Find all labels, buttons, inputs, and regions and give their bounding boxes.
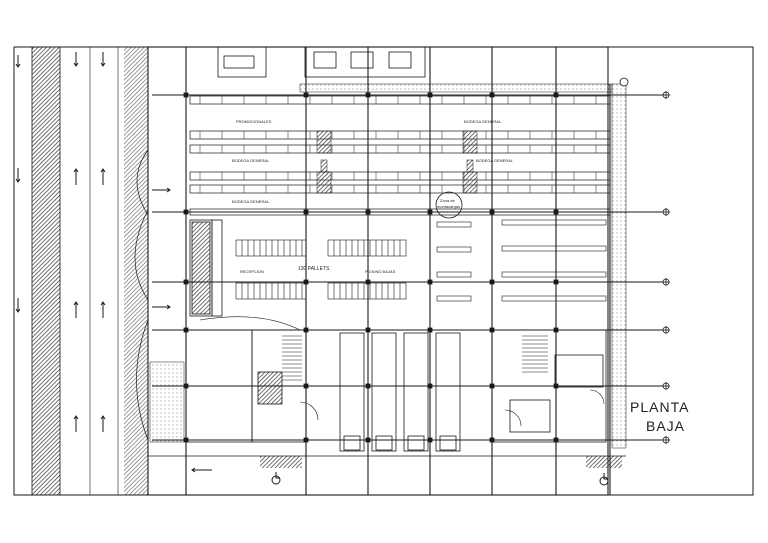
column-marker bbox=[553, 437, 559, 443]
column-marker bbox=[365, 92, 371, 98]
column-marker bbox=[365, 209, 371, 215]
arrow-up-icon bbox=[73, 301, 79, 318]
column-marker bbox=[365, 279, 371, 285]
column-marker bbox=[303, 383, 309, 389]
equipment-column bbox=[189, 219, 223, 317]
column-marker bbox=[183, 209, 189, 215]
column-marker bbox=[183, 279, 189, 285]
bottom-hatch-strip bbox=[260, 456, 302, 468]
storage-racks bbox=[189, 95, 611, 216]
column-marker bbox=[427, 383, 433, 389]
rack-dividers bbox=[199, 96, 597, 193]
arrow-right-icon bbox=[152, 187, 171, 193]
pallet-block bbox=[327, 239, 407, 257]
column-marker bbox=[183, 383, 189, 389]
column-marker bbox=[489, 327, 495, 333]
arrow-down-icon bbox=[15, 298, 21, 313]
wheelchair-icon bbox=[271, 472, 281, 485]
wheelchair-icon bbox=[599, 473, 609, 486]
drawing-title-line1: PLANTA bbox=[630, 399, 690, 415]
zone-label-picking-bajas: PICKING BAJAS bbox=[365, 269, 396, 274]
column-marker bbox=[489, 209, 495, 215]
lane-arrows bbox=[15, 52, 212, 473]
arrow-down-icon bbox=[73, 52, 79, 67]
arrow-up-icon bbox=[73, 415, 79, 432]
column-marker bbox=[303, 92, 309, 98]
zone-label-forklift: montacargas bbox=[437, 204, 461, 209]
arrow-down-icon bbox=[15, 55, 21, 68]
column-marker bbox=[553, 383, 559, 389]
bottom-hatch-strip bbox=[586, 456, 622, 468]
grid-markers bbox=[183, 77, 670, 444]
exterior-paving-right bbox=[611, 83, 627, 449]
grid-marker bbox=[619, 77, 629, 87]
arrow-right-icon bbox=[152, 304, 171, 310]
column-marker bbox=[183, 327, 189, 333]
column-marker bbox=[303, 209, 309, 215]
column-marker bbox=[365, 327, 371, 333]
column-marker bbox=[427, 209, 433, 215]
top-structure-right bbox=[304, 46, 426, 78]
loading-docks bbox=[339, 332, 461, 452]
drawing-title: PLANTA BAJA bbox=[630, 398, 689, 436]
arrow-left-icon bbox=[191, 467, 212, 473]
mid-rack-items bbox=[436, 221, 472, 302]
zone-label-promocionales: PROMOCIONALES bbox=[236, 119, 272, 124]
zone-label-forklift: Zona de bbox=[440, 198, 455, 203]
door-swings bbox=[199, 316, 605, 427]
top-structure-left bbox=[217, 46, 267, 78]
column-marker bbox=[427, 437, 433, 443]
zone-label-recepcion: RECEPCION bbox=[240, 269, 264, 274]
arrow-up-icon bbox=[100, 415, 106, 432]
column-marker bbox=[489, 383, 495, 389]
column-marker bbox=[303, 437, 309, 443]
pallet-block bbox=[235, 282, 307, 300]
grid-lines-vertical bbox=[185, 47, 611, 495]
zone-label-bodega-general: BODEGA GENERAL bbox=[464, 119, 502, 124]
arrow-up-icon bbox=[100, 168, 106, 185]
column-marker bbox=[365, 437, 371, 443]
arrow-down-icon bbox=[15, 168, 21, 183]
zone-label-bodega-general: BODEGA GENERAL bbox=[232, 199, 270, 204]
column-marker bbox=[303, 327, 309, 333]
pallet-stacks bbox=[316, 130, 478, 194]
pallet-blocks bbox=[235, 239, 407, 300]
zone-label-bodega-general: BODEGA GENERAL bbox=[232, 158, 270, 163]
zone-label-pallets: 130 PALLETS bbox=[298, 266, 330, 272]
column-marker bbox=[489, 279, 495, 285]
exterior-paving-left bbox=[149, 361, 185, 443]
column-marker bbox=[553, 327, 559, 333]
column-marker bbox=[303, 279, 309, 285]
column-marker bbox=[553, 279, 559, 285]
arrow-up-icon bbox=[73, 168, 79, 185]
column-marker bbox=[427, 279, 433, 285]
arrow-down-icon bbox=[100, 52, 106, 67]
column-marker bbox=[365, 383, 371, 389]
arrow-up-icon bbox=[100, 301, 106, 318]
column-marker bbox=[553, 92, 559, 98]
right-rack-rows bbox=[501, 219, 607, 302]
column-marker bbox=[183, 92, 189, 98]
entry-ramps bbox=[134, 149, 149, 441]
column-marker bbox=[183, 437, 189, 443]
exterior-paving-top bbox=[299, 83, 613, 93]
drawing-title-line2: BAJA bbox=[646, 417, 686, 434]
stairs bbox=[282, 335, 548, 381]
column-marker bbox=[553, 209, 559, 215]
forklift-zone-circle bbox=[435, 191, 463, 219]
column-marker bbox=[489, 92, 495, 98]
column-marker bbox=[427, 92, 433, 98]
column-marker bbox=[489, 437, 495, 443]
column-marker bbox=[427, 327, 433, 333]
zone-label-bodega-general: BODEGA GENERAL bbox=[476, 158, 514, 163]
grid-lines-horizontal bbox=[152, 94, 666, 441]
street-median bbox=[32, 47, 60, 495]
pallet-block bbox=[235, 239, 307, 257]
